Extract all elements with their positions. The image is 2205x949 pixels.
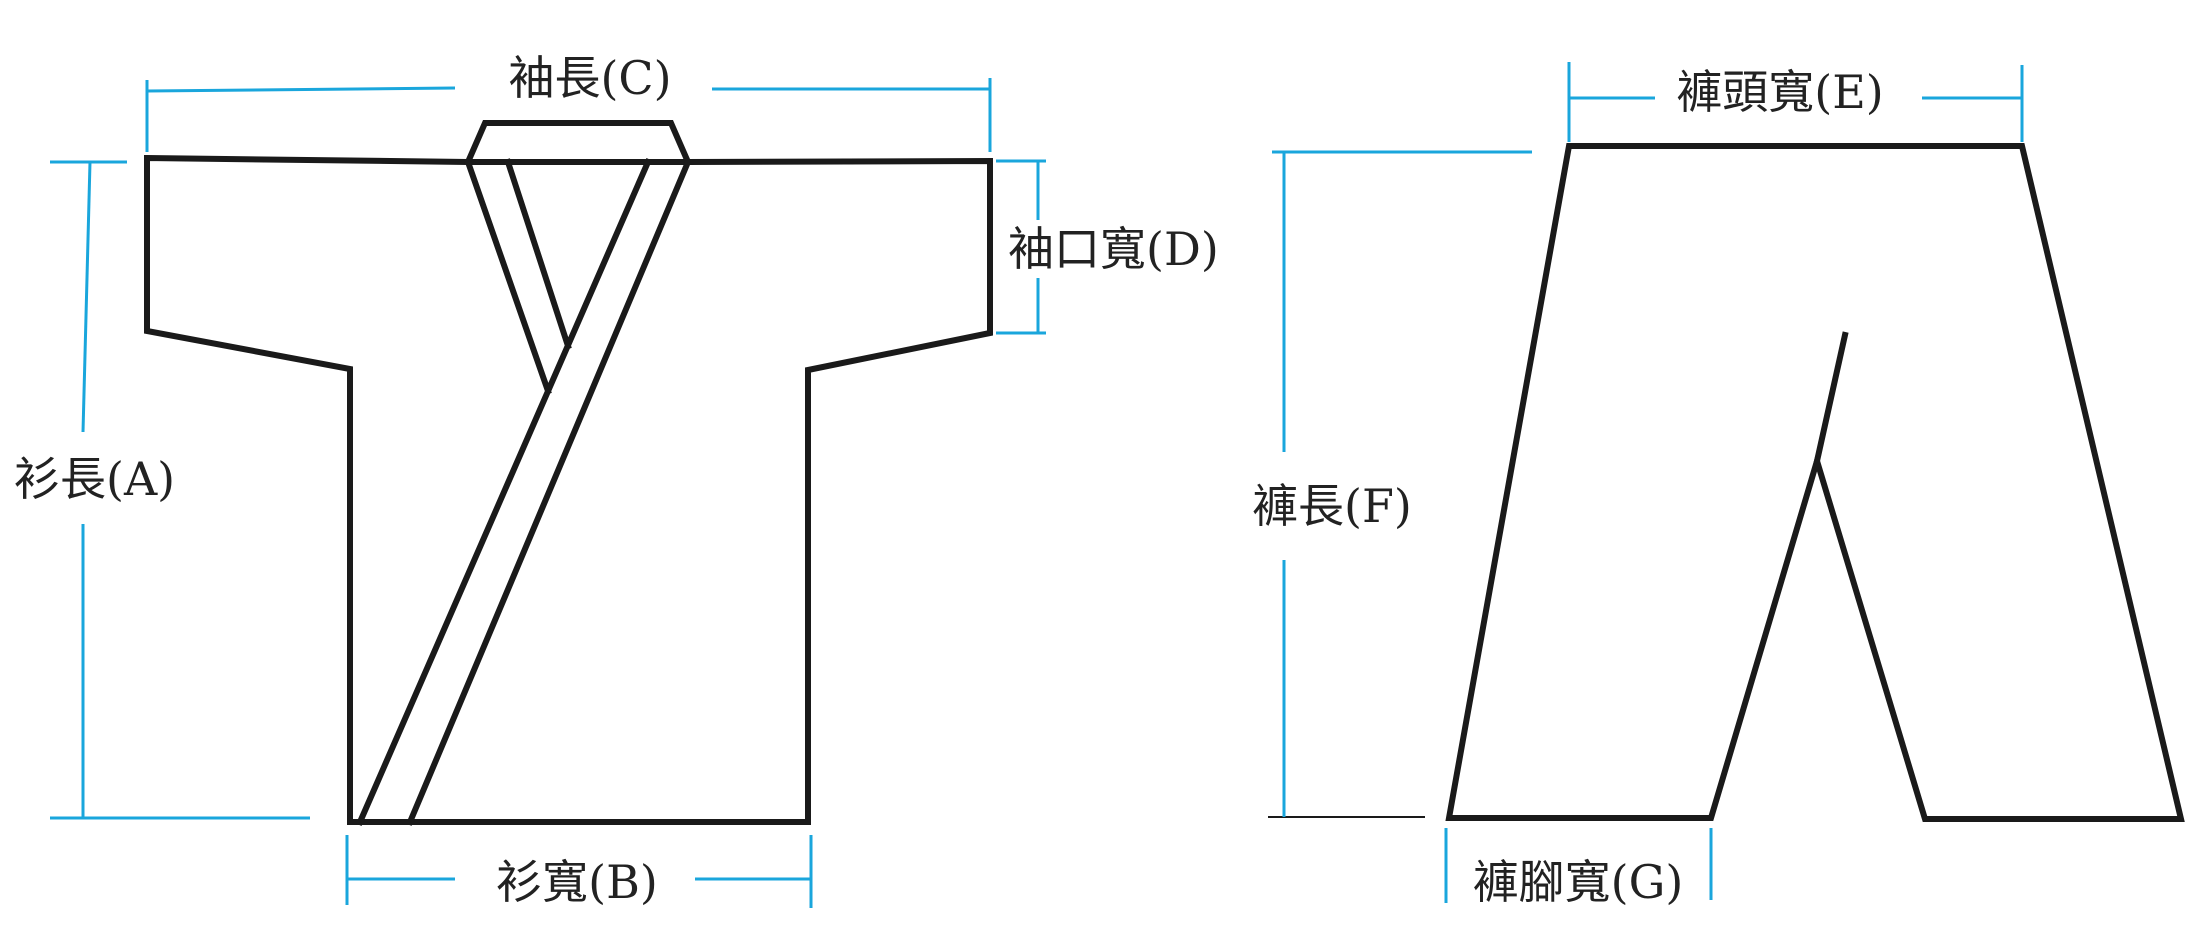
label-shirt-length: 衫長(A) — [14, 452, 175, 506]
label-shirt-width: 衫寬(B) — [496, 855, 658, 909]
pants-dimensions — [1268, 62, 2024, 903]
jacket-collar — [464, 120, 692, 166]
jacket-lapel-band — [356, 158, 692, 826]
pants-outline — [1445, 143, 2185, 822]
label-cuff-width: 袖口寬(D) — [1008, 222, 1219, 276]
label-sleeve-length: 袖長(C) — [508, 51, 671, 105]
jacket-dimensions — [50, 78, 1046, 908]
label-waist-width: 褲頭寬(E) — [1676, 65, 1883, 119]
jacket-outline — [144, 154, 993, 825]
label-leg-opening-width: 褲腳寬(G) — [1473, 855, 1684, 909]
pants-crotch-line — [1813, 331, 1849, 465]
pants-drawing — [1445, 143, 2185, 822]
label-pants-length: 褲長(F) — [1252, 479, 1412, 533]
jacket-drawing — [144, 120, 993, 826]
dim-c-line-left — [146, 86, 456, 93]
dim-a-line-top — [81, 161, 92, 433]
